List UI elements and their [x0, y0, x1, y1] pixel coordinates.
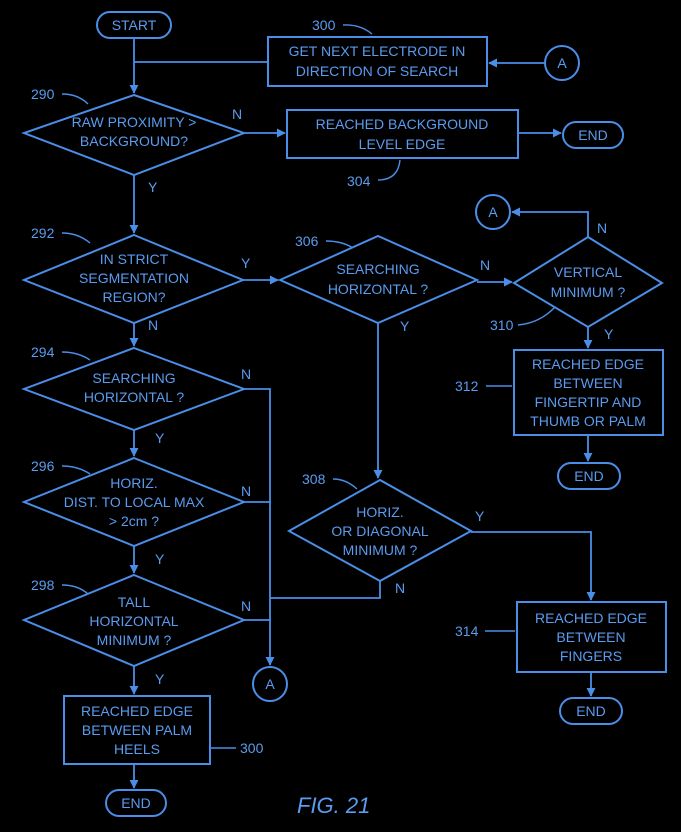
svg-text:MINIMUM ?: MINIMUM ? — [551, 284, 626, 300]
svg-text:END: END — [574, 468, 604, 484]
branch-label-n-294: N — [241, 366, 251, 382]
svg-text:FINGERTIP AND: FINGERTIP AND — [535, 394, 642, 410]
svg-text:END: END — [578, 127, 608, 143]
svg-text:HORIZONTAL: HORIZONTAL — [89, 613, 178, 629]
branch-label-n-296: N — [241, 483, 251, 499]
svg-text:HORIZONTAL ?: HORIZONTAL ? — [328, 281, 429, 297]
branch-label-n-308: N — [395, 580, 405, 596]
svg-text:REACHED BACKGROUND: REACHED BACKGROUND — [316, 116, 489, 132]
connector-a-top-right: A — [475, 194, 511, 230]
branch-label-y-298: Y — [155, 671, 165, 687]
ref-296: 296 — [31, 458, 55, 474]
svg-text:SEGMENTATION: SEGMENTATION — [79, 270, 189, 286]
svg-text:HORIZ.: HORIZ. — [356, 504, 403, 520]
svg-text:END: END — [576, 703, 606, 719]
decision-searching-horizontal-306: SEARCHING HORIZONTAL ? — [277, 234, 480, 325]
ref-290: 290 — [31, 86, 55, 102]
decision-vertical-minimum: VERTICAL MINIMUM ? — [512, 235, 664, 329]
end-terminal-fingers: END — [559, 697, 623, 725]
decision-searching-horizontal-294: SEARCHING HORIZONTAL ? — [21, 346, 247, 432]
svg-text:SEARCHING: SEARCHING — [336, 261, 419, 277]
svg-text:HORIZONTAL ?: HORIZONTAL ? — [84, 389, 185, 405]
process-background-edge: REACHED BACKGROUND LEVEL EDGE — [286, 109, 519, 159]
svg-text:SEARCHING: SEARCHING — [92, 370, 175, 386]
svg-text:A: A — [265, 676, 275, 692]
ref-300-top: 300 — [312, 17, 336, 33]
svg-text:BETWEEN PALM: BETWEEN PALM — [82, 722, 192, 738]
ref-304: 304 — [347, 173, 371, 189]
svg-text:HEELS: HEELS — [114, 741, 160, 757]
branch-label-y-306: Y — [400, 318, 410, 334]
process-fingertip-edge: REACHED EDGE BETWEEN FINGERTIP AND THUMB… — [513, 349, 664, 436]
svg-text:DIST. TO LOCAL MAX: DIST. TO LOCAL MAX — [64, 494, 205, 510]
ref-298: 298 — [31, 577, 55, 593]
decision-raw-proximity: RAW PROXIMITY > BACKGROUND? — [21, 93, 247, 177]
svg-text:A: A — [488, 204, 498, 220]
branch-label-n-raw: N — [232, 106, 242, 122]
ref-308: 308 — [302, 471, 326, 487]
decision-tall-horiz-min: TALL HORIZONTAL MINIMUM ? — [21, 573, 247, 668]
svg-text:VERTICAL: VERTICAL — [554, 264, 622, 280]
svg-text:OR DIAGONAL: OR DIAGONAL — [331, 523, 428, 539]
ref-314: 314 — [455, 623, 479, 639]
svg-text:DIRECTION OF SEARCH: DIRECTION OF SEARCH — [296, 63, 459, 79]
end-terminal-background: END — [562, 121, 624, 149]
end-terminal-palm: END — [105, 789, 167, 817]
svg-text:> 2cm ?: > 2cm ? — [109, 513, 159, 529]
decision-strict-segmentation: IN STRICT SEGMENTATION REGION? — [21, 233, 246, 325]
svg-text:A: A — [557, 55, 567, 71]
svg-text:LEVEL EDGE: LEVEL EDGE — [359, 136, 446, 152]
flow-connectors — [129, 38, 596, 789]
svg-text:BETWEEN: BETWEEN — [556, 629, 625, 645]
svg-text:BACKGROUND?: BACKGROUND? — [80, 133, 188, 149]
svg-text:MINIMUM ?: MINIMUM ? — [97, 632, 172, 648]
branch-label-n-strict: N — [148, 317, 158, 333]
ref-300-bottom: 300 — [240, 740, 264, 756]
svg-text:TALL: TALL — [118, 594, 151, 610]
svg-text:FINGERS: FINGERS — [560, 648, 622, 664]
process-fingers-edge: REACHED EDGE BETWEEN FINGERS — [516, 601, 667, 673]
svg-text:MINIMUM ?: MINIMUM ? — [343, 542, 418, 558]
end-terminal-fingertip: END — [557, 462, 621, 490]
branch-label-y-296: Y — [155, 551, 165, 567]
svg-text:REACHED EDGE: REACHED EDGE — [535, 610, 647, 626]
svg-text:RAW PROXIMITY >: RAW PROXIMITY > — [72, 114, 197, 130]
svg-text:HORIZ.: HORIZ. — [110, 475, 157, 491]
svg-text:GET NEXT ELECTRODE IN: GET NEXT ELECTRODE IN — [289, 43, 466, 59]
reference-leaders — [61, 24, 556, 749]
connector-a-right: A — [544, 45, 580, 81]
branch-label-n-vertical: N — [597, 220, 607, 236]
ref-292: 292 — [31, 225, 55, 241]
svg-text:REGION?: REGION? — [102, 289, 165, 305]
figure-caption: FIG. 21 — [297, 793, 370, 818]
process-get-next-electrode: GET NEXT ELECTRODE IN DIRECTION OF SEARC… — [267, 36, 488, 87]
decision-horiz-diag-min: HORIZ. OR DIAGONAL MINIMUM ? — [286, 478, 474, 583]
ref-294: 294 — [31, 344, 55, 360]
ref-312: 312 — [455, 378, 479, 394]
branch-label-y-294: Y — [155, 430, 165, 446]
ref-306: 306 — [295, 233, 319, 249]
svg-text:START: START — [112, 17, 157, 33]
svg-text:BETWEEN: BETWEEN — [553, 375, 622, 391]
branch-label-y-308: Y — [475, 508, 485, 524]
branch-label-y-raw: Y — [148, 179, 158, 195]
svg-text:IN STRICT: IN STRICT — [100, 251, 169, 267]
svg-text:END: END — [121, 795, 151, 811]
connector-a-bottom: A — [252, 666, 288, 702]
svg-text:THUMB OR PALM: THUMB OR PALM — [530, 413, 646, 429]
branch-label-y-vertical: Y — [604, 326, 614, 342]
ref-310: 310 — [490, 317, 514, 333]
svg-text:REACHED EDGE: REACHED EDGE — [532, 356, 644, 372]
branch-label-n-298: N — [241, 598, 251, 614]
decision-horiz-dist: HORIZ. DIST. TO LOCAL MAX > 2cm ? — [21, 456, 247, 548]
start-terminal: START — [96, 11, 172, 39]
branch-label-n-306: N — [480, 257, 490, 273]
process-palm-edge: REACHED EDGE BETWEEN PALM HEELS — [63, 695, 211, 765]
svg-text:REACHED EDGE: REACHED EDGE — [81, 703, 193, 719]
branch-label-y-strict: Y — [241, 255, 251, 271]
